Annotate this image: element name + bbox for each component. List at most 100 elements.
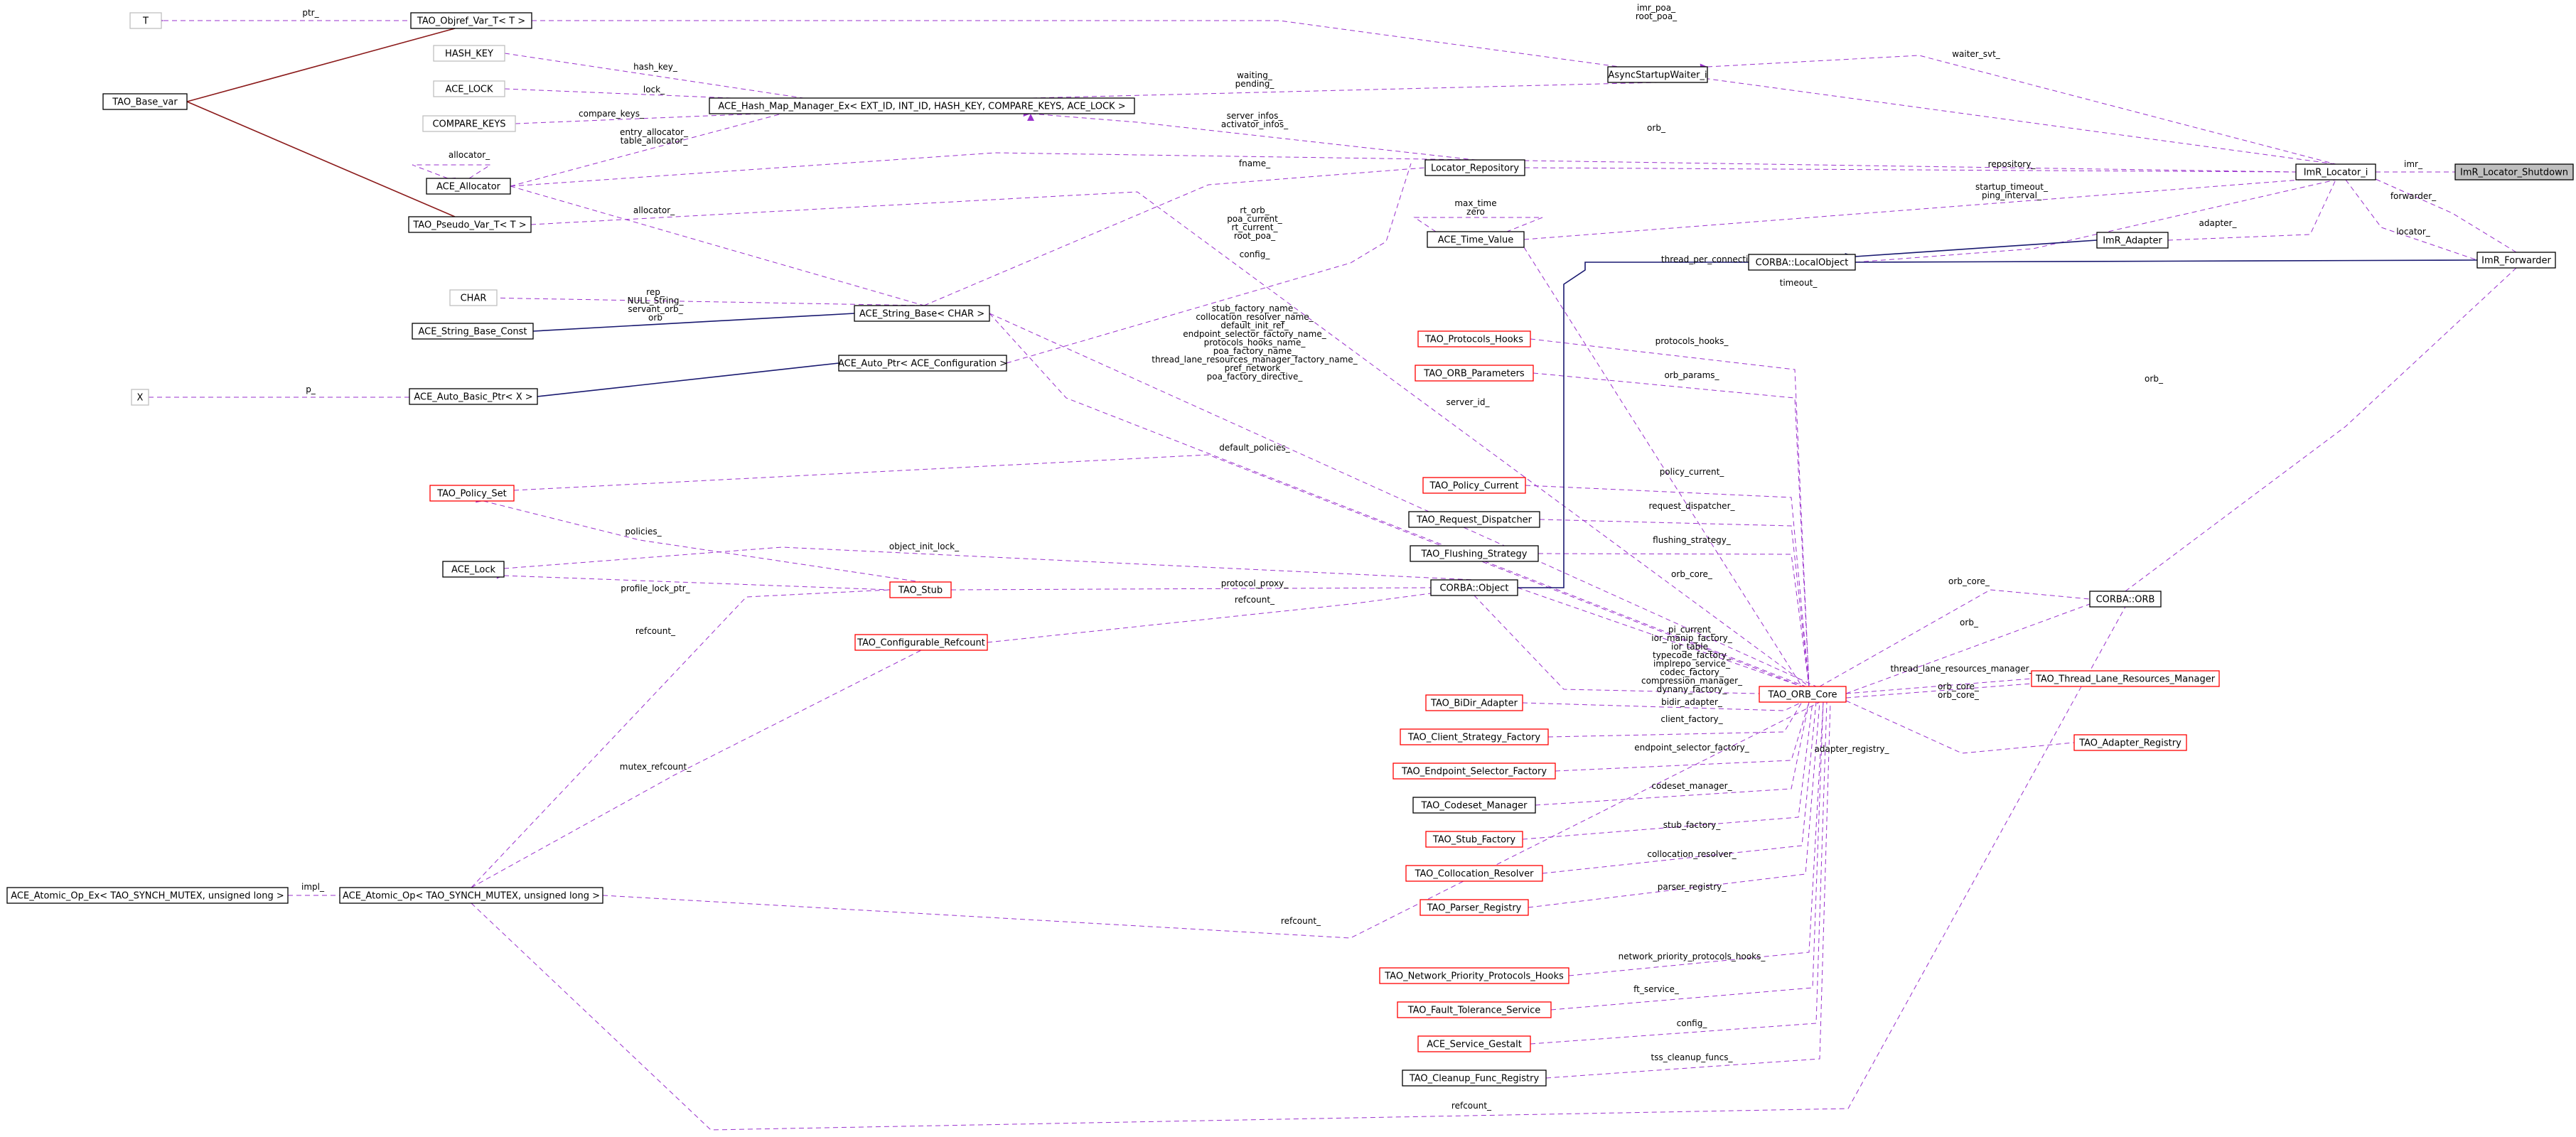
edge-orb-params [1525, 369, 1810, 687]
edge-client-factory [1540, 701, 1803, 741]
edge-label-stub-factory: stub_factory_ [1663, 820, 1721, 830]
edge-label-param-names: pref_network_ [1225, 363, 1286, 373]
node-box [410, 12, 532, 29]
node-ace-string-base[interactable]: ACE_String_Base< CHAR > [854, 305, 990, 322]
node-tao-request-dispatcher[interactable]: TAO_Request_Dispatcher [1408, 511, 1540, 528]
node-tao-bidir-adapter[interactable]: TAO_BiDir_Adapter [1425, 694, 1523, 711]
edge-label-policy-current: policy_current_ [1660, 467, 1725, 477]
node-imr-locator-shutdown[interactable]: ImR_Locator_Shutdown [2454, 163, 2574, 180]
node-T[interactable]: T [129, 12, 162, 29]
node-ace-hash-map[interactable]: ACE_Hash_Map_Manager_Ex< EXT_ID, INT_ID,… [709, 97, 1135, 114]
node-x[interactable]: X [131, 389, 149, 406]
node-tao-adapter-registry[interactable]: TAO_Adapter_Registry [2073, 734, 2187, 751]
node-tao-thread-lane-resources-manager[interactable]: TAO_Thread_Lane_Resources_Manager [2031, 670, 2220, 687]
edge-refcount-atomic [595, 701, 1820, 939]
node-box [102, 93, 188, 110]
node-tao-pseudo-var[interactable]: TAO_Pseudo_Var_T< T > [408, 216, 532, 233]
node-ace-lock-class[interactable]: ACE_Lock [442, 561, 505, 578]
node-ace-auto-basic-ptr[interactable]: ACE_Auto_Basic_Ptr< X > [409, 388, 538, 405]
edge-parser-registry [1520, 701, 1820, 912]
node-tao-collocation-resolver[interactable]: TAO_Collocation_Resolver [1405, 865, 1543, 882]
edge-policy-current [1518, 481, 1810, 687]
node-tao-stub[interactable]: TAO_Stub [889, 581, 952, 598]
node-char[interactable]: CHAR [449, 289, 498, 306]
node-corba-localobject[interactable]: CORBA::LocalObject [1748, 254, 1856, 271]
node-tao-base-var[interactable]: TAO_Base_var [102, 93, 188, 110]
node-ace-atomic-op-ex[interactable]: ACE_Atomic_Op_Ex< TAO_SYNCH_MUTEX, unsig… [6, 887, 289, 904]
node-ace-auto-ptr[interactable]: ACE_Auto_Ptr< ACE_Configuration > [838, 355, 1007, 372]
node-label: HASH_KEY [445, 49, 493, 60]
node-corba-orb[interactable]: CORBA::ORB [2089, 591, 2162, 608]
node-tao-configurable-refcount[interactable]: TAO_Configurable_Refcount [854, 634, 988, 651]
node-tao-policy-current[interactable]: TAO_Policy_Current [1422, 477, 1526, 494]
node-hash-key[interactable]: HASH_KEY [433, 45, 505, 62]
node-tao-client-strategy-factory[interactable]: TAO_Client_Strategy_Factory [1400, 728, 1549, 745]
edge-label-orb-core-orb: orb_core_ [1948, 576, 1990, 586]
edge-label-p: p_ [306, 384, 316, 394]
edge-label-server-id: server_id_ [1447, 397, 1491, 407]
node-corba-object[interactable]: CORBA::Object [1430, 579, 1518, 596]
node-compare-keys[interactable]: COMPARE_KEYS [422, 115, 516, 132]
node-ace-service-gestalt[interactable]: ACE_Service_Gestalt [1417, 1035, 1531, 1052]
node-label: T [142, 16, 149, 27]
node-tao-parser-registry[interactable]: TAO_Parser_Registry [1420, 899, 1529, 916]
node-label: TAO_Fault_Tolerance_Service [1407, 1006, 1541, 1016]
node-tao-orb-parameters[interactable]: TAO_ORB_Parameters [1415, 365, 1534, 382]
edge-label-timeout: timeout_ [1780, 278, 1818, 288]
node-tao-endpoint-selector-factory[interactable]: TAO_Endpoint_Selector_Factory [1392, 763, 1556, 780]
node-ace-allocator[interactable]: ACE_Allocator [426, 178, 511, 195]
node-async-startup-waiter[interactable]: AsyncStartupWaiter_i [1607, 66, 1708, 83]
node-tao-orb-core[interactable]: TAO_ORB_Core [1759, 686, 1847, 703]
edge-label-parser-registry: parser_registry_ [1658, 882, 1727, 892]
edge-label-network-priority-protocols-hooks: network_priority_protocols_hooks_ [1619, 952, 1766, 961]
edge-hash-key [497, 48, 804, 99]
node-ace-time-value[interactable]: ACE_Time_Value [1427, 231, 1525, 248]
edge-inh-30 [527, 362, 839, 402]
edge-orb-orb [1837, 603, 2091, 700]
edge-network-priority-protocols-hooks [1561, 701, 1824, 980]
node-tao-flushing-strategy[interactable]: TAO_Flushing_Strategy [1410, 545, 1539, 562]
edge-forwarder [2375, 178, 2525, 259]
edge-param-names [982, 306, 1806, 687]
edge-label-client-factory: client_factory_ [1660, 714, 1723, 724]
node-label: TAO_Thread_Lane_Resources_Manager [2035, 674, 2216, 685]
edge-adapter [2160, 179, 2336, 244]
edge-label-orb-core-group: codec_factory_ [1660, 667, 1724, 677]
node-label: CORBA::LocalObject [1756, 258, 1849, 269]
node-ace-atomic-op[interactable]: ACE_Atomic_Op< TAO_SYNCH_MUTEX, unsigned… [339, 887, 603, 904]
node-box [1408, 511, 1540, 528]
node-box [433, 45, 505, 62]
node-locator-repository[interactable]: Locator_Repository [1424, 159, 1525, 176]
edge-label-endpoint-selector-factory: endpoint_selector_factory_ [1634, 743, 1749, 753]
node-tao-fault-tolerance-service[interactable]: TAO_Fault_Tolerance_Service [1397, 1001, 1552, 1018]
edge-refcount-obj [980, 593, 1432, 647]
node-tao-stub-factory[interactable]: TAO_Stub_Factory [1425, 831, 1523, 848]
edge-label-orb-core-group: compression_manager_ [1641, 676, 1743, 686]
edge-label-locator: locator_ [2396, 227, 2431, 237]
edge-tlrm [1838, 678, 2032, 698]
edge-label-bidir-adapter: bidir_adapter_ [1661, 697, 1723, 707]
node-ace-string-base-const[interactable]: ACE_String_Base_Const [412, 323, 534, 340]
node-imr-adapter[interactable]: ImR_Adapter [2096, 232, 2169, 249]
edge-label-orb-imr: orb_ [2145, 374, 2164, 384]
node-box [709, 97, 1135, 114]
node-tao-network-priority-protocols-hooks[interactable]: TAO_Network_Priority_Protocols_Hooks [1379, 967, 1569, 984]
edge-label-param-names: default_init_ref_ [1220, 320, 1289, 330]
node-label: ACE_Time_Value [1438, 235, 1513, 246]
node-label: TAO_Collocation_Resolver [1415, 869, 1535, 880]
node-label: TAO_Base_var [112, 97, 178, 108]
node-ace-lock[interactable]: ACE_LOCK [433, 80, 505, 97]
edge-protocols-hooks [1523, 334, 1810, 687]
node-imr-forwarder[interactable]: ImR_Forwarder [2476, 252, 2556, 269]
edge-compare-keys [508, 113, 761, 128]
node-imr-locator-i[interactable]: ImR_Locator_i [2295, 163, 2376, 180]
node-box [1748, 254, 1856, 271]
node-tao-codeset-manager[interactable]: TAO_Codeset_Manager [1412, 797, 1536, 814]
node-tao-objref-var[interactable]: TAO_Objref_Var_T< T > [410, 12, 532, 29]
edge-fname [916, 167, 1426, 312]
node-tao-policy-set[interactable]: TAO_Policy_Set [429, 485, 515, 502]
node-tao-protocols-hooks[interactable]: TAO_Protocols_Hooks [1417, 330, 1531, 347]
edge-label-max-zero: zero [1466, 207, 1485, 217]
edge-label-tlrm: thread_lane_resources_manager_ [1890, 664, 2034, 674]
node-tao-cleanup-func-registry[interactable]: TAO_Cleanup_Func_Registry [1402, 1069, 1547, 1087]
